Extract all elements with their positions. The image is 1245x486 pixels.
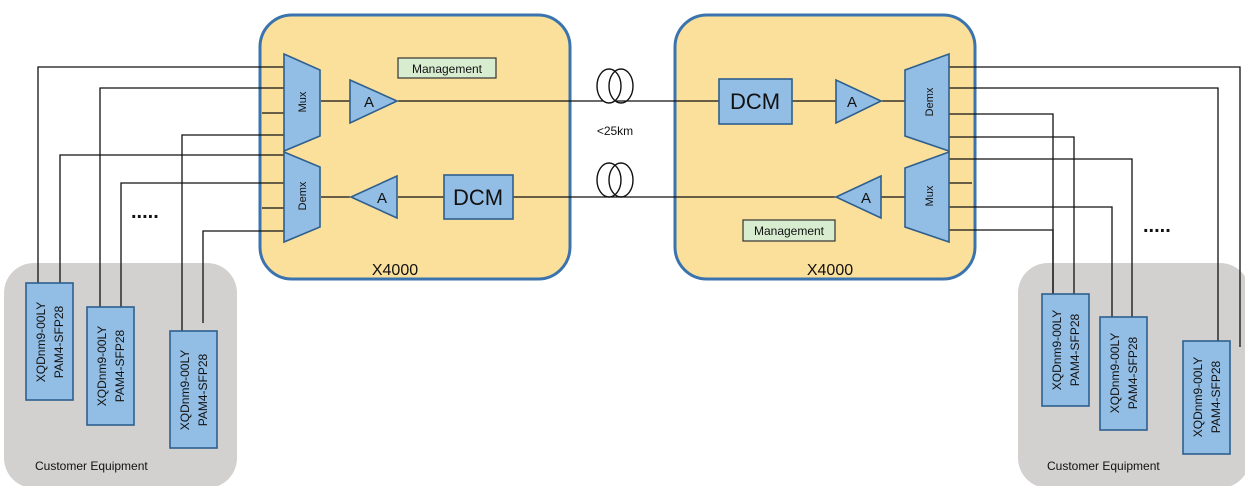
- mux-right: [904, 150, 950, 244]
- amplifier-left-rx-label: A: [377, 190, 387, 207]
- amplifier-right-rx-label: A: [847, 94, 857, 111]
- dcm-right: [718, 78, 793, 125]
- mux-right-label: Mux: [924, 185, 936, 206]
- transceiver-line1: XQDnm9-00LY: [1191, 357, 1205, 437]
- transceiver-line2: PAM4-SFP28: [196, 353, 210, 426]
- demux-right-label: Demx: [924, 87, 936, 116]
- transceiver-line2: PAM4-SFP28: [1209, 360, 1223, 433]
- demux-right: [904, 52, 950, 153]
- customer-equipment-left-label: Customer Equipment: [35, 459, 148, 473]
- amplifier-right-rx: [835, 78, 883, 125]
- ellipsis-right: .....: [1143, 215, 1171, 237]
- management-left: [397, 57, 497, 79]
- transceiver-line2: PAM4-SFP28: [1126, 336, 1140, 409]
- amplifier-left-tx-label: A: [364, 94, 374, 111]
- client-fibers-left: [37, 66, 285, 339]
- client-fibers-right: [949, 66, 1241, 347]
- management-right-label: Management: [754, 224, 825, 238]
- management-right: [742, 219, 836, 242]
- management-left-label: Management: [412, 62, 483, 76]
- fiber-spool-icon: [596, 68, 634, 104]
- transceiver-line1: XQDnm9-00LY: [95, 326, 109, 406]
- transceiver-left-2: XQDnm9-00LY PAM4-SFP28: [86, 306, 135, 426]
- transceiver-line1: XQDnm9-00LY: [178, 350, 192, 430]
- amplifier-right-tx: [834, 174, 882, 220]
- fiber-distance-label: <25km: [597, 124, 633, 138]
- transceiver-right-3: XQDnm9-00LY PAM4-SFP28: [1182, 340, 1231, 455]
- mux-left-label: Mux: [297, 91, 309, 112]
- customer-equipment-right-label: Customer Equipment: [1047, 459, 1160, 473]
- fiber-spool-icon: [596, 162, 634, 198]
- dcm-left-label: DCM: [453, 185, 503, 210]
- transceiver-line1: XQDnm9-00LY: [34, 302, 48, 382]
- site-left-label: X4000: [372, 262, 418, 279]
- transceiver-line2: PAM4-SFP28: [113, 329, 127, 402]
- dcm-left: [443, 174, 514, 220]
- transceiver-line2: PAM4-SFP28: [1068, 313, 1082, 386]
- line-fibers: [321, 100, 905, 198]
- amplifier-left-tx: [349, 78, 399, 125]
- transceiver-left-1: XQDnm9-00LY PAM4-SFP28: [25, 282, 74, 401]
- transceiver-line1: XQDnm9-00LY: [1108, 333, 1122, 413]
- transceiver-line2: PAM4-SFP28: [52, 305, 66, 378]
- transceiver-right-1: XQDnm9-00LY PAM4-SFP28: [1041, 293, 1090, 407]
- site-left: [258, 13, 572, 281]
- transceiver-line1: XQDnm9-00LY: [1050, 310, 1064, 390]
- mux-left: [283, 52, 321, 153]
- amplifier-left-rx: [349, 174, 398, 220]
- demux-left: [283, 150, 321, 244]
- dcm-right-label: DCM: [730, 89, 780, 114]
- amplifier-right-tx-label: A: [861, 190, 871, 207]
- transceiver-right-2: XQDnm9-00LY PAM4-SFP28: [1099, 316, 1148, 431]
- site-right-label: X4000: [807, 262, 853, 279]
- ellipsis-left: .....: [131, 201, 159, 223]
- transceiver-left-3: XQDnm9-00LY PAM4-SFP28: [169, 330, 218, 449]
- demux-left-label: Demx: [297, 181, 309, 210]
